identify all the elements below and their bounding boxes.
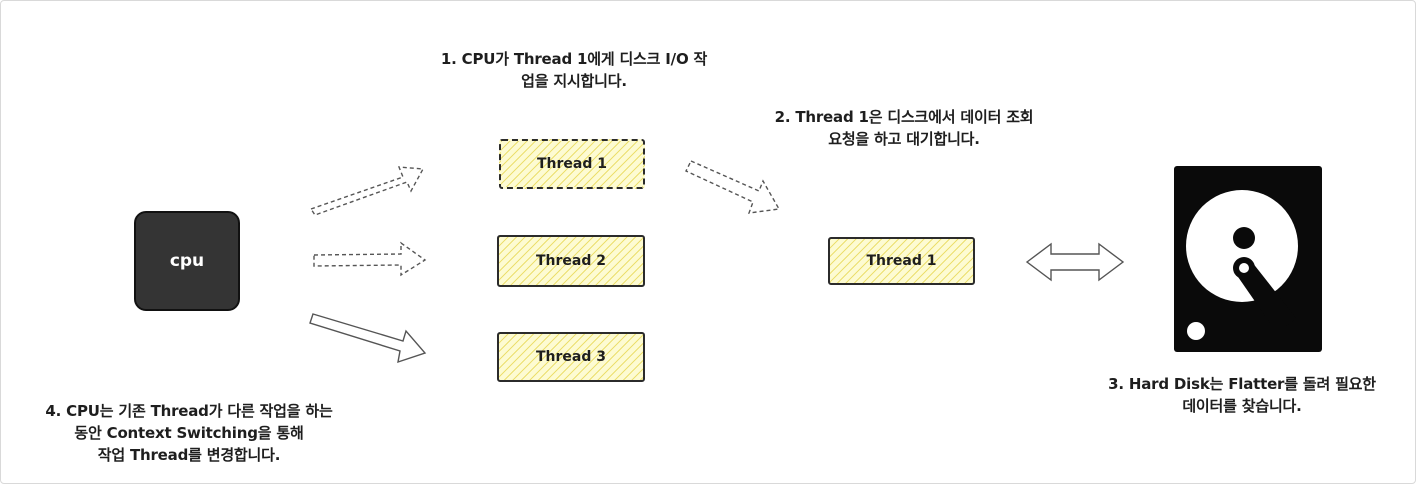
cpu-node: cpu [134, 211, 240, 311]
hard-disk-icon [1174, 166, 1322, 352]
thread1-node: Thread 1 [499, 139, 645, 189]
thread2-node: Thread 2 [497, 235, 645, 287]
caption-step2: 2. Thread 1은 디스크에서 데이터 조회 요청을 하고 대기합니다. [774, 108, 1034, 148]
arrow-cpu-to-thread3 [309, 313, 427, 364]
caption-step3: 3. Hard Disk는 Flatter를 돌려 필요한 데이터를 찾습니다. [1108, 375, 1376, 415]
cpu-label: cpu [169, 251, 205, 271]
thread1-label: Thread 1 [537, 156, 607, 172]
arrow-thread1-to-waiting-thread [685, 160, 781, 214]
caption-step4: 4. CPU는 기존 Thread가 다른 작업을 하는 동안 Context … [45, 402, 333, 464]
arrow-thread-disk-bidirectional [1025, 242, 1125, 282]
thread2-label: Thread 2 [536, 253, 606, 269]
arrow-cpu-to-thread2 [313, 241, 427, 277]
waiting-thread1-label: Thread 1 [866, 253, 937, 269]
waiting-thread1-node: Thread 1 [828, 237, 975, 285]
arrow-cpu-to-thread1 [309, 166, 425, 216]
thread3-node: Thread 3 [497, 332, 645, 382]
thread3-label: Thread 3 [536, 349, 606, 365]
caption-step1: 1. CPU가 Thread 1에게 디스크 I/O 작 업을 지시합니다. [440, 50, 708, 90]
